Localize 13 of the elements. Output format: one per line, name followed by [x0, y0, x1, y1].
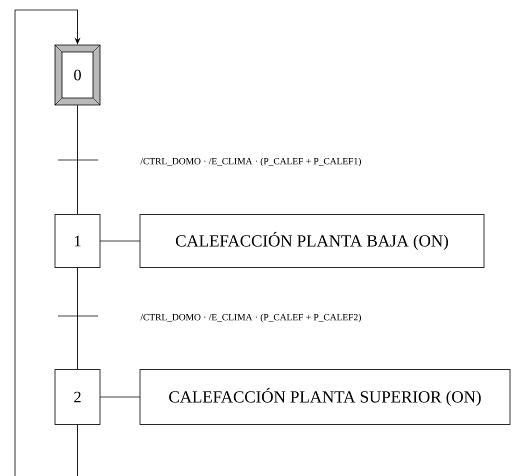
connector-line — [77, 267, 78, 370]
connector-line — [77, 104, 78, 214]
connector-line — [14, 10, 81, 476]
action-box: CALEFACCIÓN PLANTA BAJA (ON) — [140, 214, 484, 268]
connector-line — [100, 396, 140, 398]
step-box: 2 — [54, 369, 100, 425]
connector-line — [77, 424, 78, 476]
action-box: CALEFACCIÓN PLANTA SUPERIOR (ON) — [140, 369, 510, 425]
transition-condition: /CTRL_DOMO · /E_CLIMA · (P_CALEF + P_CALEF2) — [140, 314, 361, 322]
transition-condition: /CTRL_DOMO · /E_CLIMA · (P_CALEF + P_CALEF1) — [140, 158, 361, 166]
connector-line — [100, 240, 140, 242]
step-box: 1 — [54, 214, 100, 268]
initial-step-box: 0 — [54, 44, 100, 106]
